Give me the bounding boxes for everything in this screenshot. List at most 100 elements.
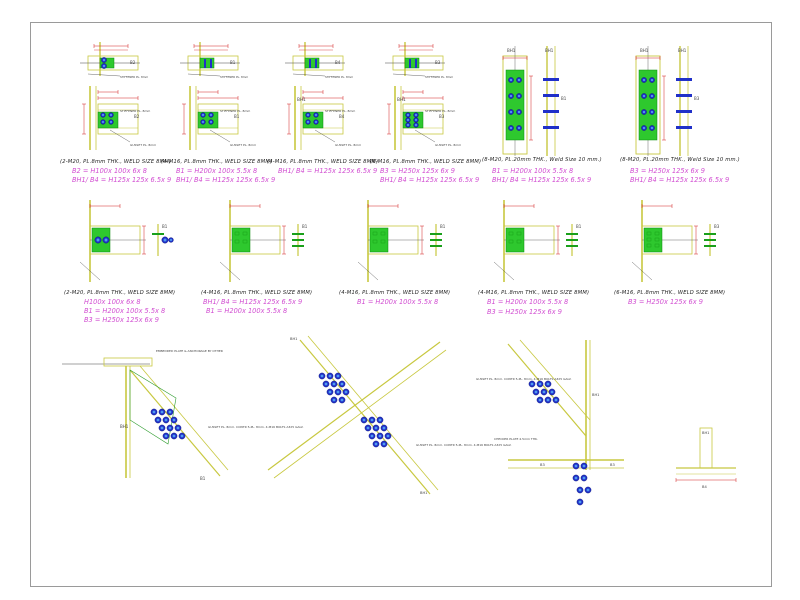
embedded-plate — [103, 357, 153, 367]
leader-line — [87, 73, 121, 77]
label-labels-b2: B2 — [130, 60, 136, 65]
bolt-core — [328, 374, 332, 378]
bolt-core — [386, 434, 390, 438]
caption-section-8a: BH1/ B4 = H125x 125x 6.5x 9 — [203, 298, 303, 306]
bolt-core — [201, 113, 205, 117]
bolt-side — [543, 126, 559, 129]
label-labels-b1: B1 — [302, 224, 308, 229]
label-labels-b4: B4 — [335, 60, 341, 65]
bolt-core — [104, 238, 108, 242]
bolt-core — [550, 390, 554, 394]
label-labels-b1: B1 — [234, 114, 240, 119]
bolt-shank — [415, 59, 417, 68]
bolt-core — [314, 113, 318, 117]
bolt-core — [517, 110, 521, 114]
label-labels-gusset: GUSSET PL. 8mm — [130, 143, 156, 147]
bolt-core — [534, 390, 538, 394]
label-labels-bh1: BH1 — [678, 48, 687, 53]
bolt-core — [650, 126, 654, 130]
bolt-core — [164, 418, 168, 422]
bolt-core — [374, 426, 378, 430]
bolt-core — [574, 464, 578, 468]
plate — [199, 57, 215, 69]
caption-section-4a: B3 = H250x 125x 6x 9 — [380, 167, 455, 175]
caption-section-2a: B1 = H200x 100x 5.5x 8 — [176, 167, 258, 175]
bolt-side — [543, 94, 559, 97]
bolt-core — [109, 113, 113, 117]
bolt-core — [530, 382, 534, 386]
caption-section-2b: BH1/ B4 = H125x 125x 6.5x 9 — [176, 176, 276, 184]
bolt-core — [102, 58, 106, 62]
bolt-core — [414, 113, 418, 117]
bolt-core — [578, 500, 582, 504]
bolt-side — [543, 78, 559, 81]
bolt-core — [168, 410, 172, 414]
label-labels-gusset: GUSSET PL. 8mm — [335, 143, 361, 147]
bolt-core — [414, 123, 418, 127]
cross-brace — [273, 349, 447, 479]
label-labels-b3: B3 — [540, 463, 545, 467]
caption-spec-6: (8-M20, PL.20mm THK., Weld Size 10 mm.) — [620, 157, 740, 163]
cross-brace — [267, 341, 441, 471]
bolt-core — [336, 374, 340, 378]
bolt-head — [234, 231, 240, 236]
caption-section-11a: B3 = H250x 125x 6x 9 — [628, 298, 703, 306]
gusset-plate — [129, 369, 177, 445]
label-labels-bh1: BH1 — [640, 48, 649, 53]
drawing-border — [30, 22, 772, 587]
bolt-core — [156, 418, 160, 422]
leader-line — [392, 73, 426, 77]
bolt-core — [164, 434, 168, 438]
caption-section-10b: B3 = H250x 125x 6x 9 — [487, 308, 562, 316]
label-labels-bh1: BH1 — [397, 97, 406, 102]
caption-section-5a: B1 = H200x 100x 5.5x 8 — [492, 167, 574, 175]
bolt-core — [169, 238, 173, 242]
bolt-shank — [315, 59, 317, 68]
label-labels-b2: B2 — [134, 114, 140, 119]
bolt-core — [172, 418, 176, 422]
row1-plan-views — [80, 42, 445, 77]
caption-section-10a: B1 = H200x 100x 5.5x 8 — [487, 298, 569, 306]
label-labels-b3: B3 — [439, 114, 445, 119]
row2-detail-views — [79, 200, 716, 282]
leader-line — [109, 129, 131, 143]
bolt-head — [516, 231, 522, 236]
row1-column-splice-views — [502, 46, 692, 156]
bolt-core — [517, 94, 521, 98]
bolt-core — [517, 126, 521, 130]
caption-section-9a: B1 = H200x 100x 5.5x 8 — [357, 298, 439, 306]
bolt-core — [160, 426, 164, 430]
label-labels-stiffener: STIFFENER PL. 8mm — [120, 75, 149, 79]
bolt-side — [676, 110, 692, 113]
caption-spec-4: (6-M16, PL.8mm THK., WELD SIZE 8MM) — [370, 159, 482, 165]
bolt-head — [654, 237, 660, 242]
bolt-core — [509, 78, 513, 82]
bolt-shank — [210, 59, 212, 68]
bolt-core — [101, 113, 105, 117]
bolt-core — [509, 110, 513, 114]
bolt-core — [96, 238, 100, 242]
caption-section-7b: B1 = H200x 100x 5.5x 8 — [84, 307, 166, 315]
label-labels-b4: B4 — [702, 485, 707, 489]
bolt-core — [546, 382, 550, 386]
leader-line — [219, 261, 241, 281]
bolt-head — [372, 239, 378, 244]
label-labels-bh1: BH1 — [702, 431, 709, 435]
row1-elevation-views — [82, 86, 444, 150]
label-labels-stiffener: STIFFENER PL. 8mm — [120, 109, 150, 113]
caption-section-6b: BH1/ B4 = H125x 125x 6.5x 9 — [630, 176, 730, 184]
label-labels-stiffener: STIFFENER PL. 8mm — [220, 75, 249, 79]
bolt-core — [168, 426, 172, 430]
bolt-core — [370, 434, 374, 438]
bolt-core — [160, 410, 164, 414]
bolt-core — [201, 120, 205, 124]
bolt-head — [646, 237, 652, 242]
bolt-core — [336, 390, 340, 394]
label-labels-gusset_bolts: GUSSET PL. 8mm. CONTR 5-PL. 8mm. 4-M16 B… — [416, 443, 512, 447]
label-labels-bh1: BH1 — [120, 424, 129, 429]
label-labels-b4: B4 — [339, 114, 345, 119]
label-labels-stiffener: STIFFENER PL. 8mm — [220, 109, 250, 113]
bolt-core — [378, 434, 382, 438]
